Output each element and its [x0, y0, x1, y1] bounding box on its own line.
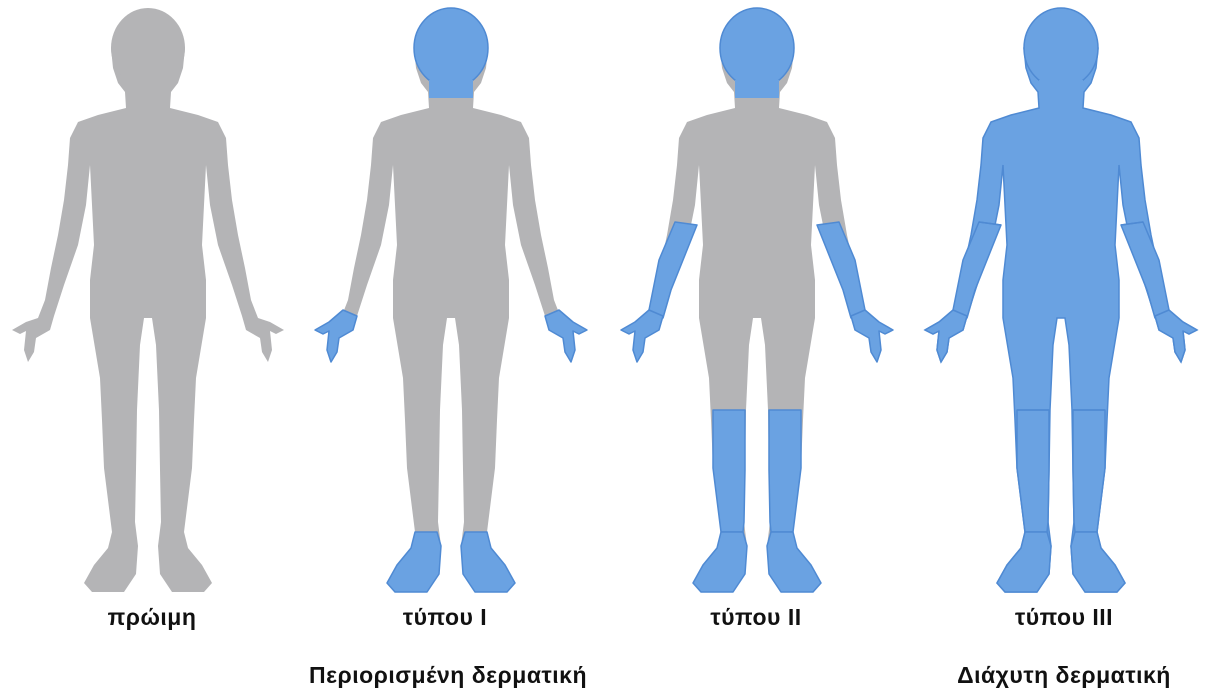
stage-label-early: πρώιμη [32, 604, 272, 631]
feet-right-involved [767, 532, 821, 592]
body-figure-1 [315, 8, 587, 592]
head-involved [414, 8, 488, 88]
feet-right-involved [461, 532, 515, 592]
feet-left-involved [997, 532, 1051, 592]
feet-right-involved [1071, 532, 1125, 592]
body-figure-3 [925, 8, 1197, 592]
shin-right-involved [1073, 410, 1105, 532]
hand-left-involved [315, 310, 357, 362]
head [111, 8, 185, 88]
neck [126, 80, 170, 98]
body-uninvolved [315, 14, 587, 592]
neck-involved [735, 80, 779, 98]
body-figure-0 [12, 8, 284, 592]
body-uninvolved [12, 14, 284, 592]
stage-label-type-1: τύπου I [325, 604, 565, 631]
hand-left-involved [925, 310, 967, 362]
stage-label-type-2: τύπου II [636, 604, 876, 631]
hand-right-involved [851, 310, 893, 362]
forearm-right-involved [817, 222, 865, 318]
hand-right-involved [545, 310, 587, 362]
neck-involved [429, 80, 473, 98]
hand-left-involved [621, 310, 663, 362]
shin-left-involved [1017, 410, 1049, 532]
forearm-left-involved [953, 222, 1001, 318]
feet-left-involved [387, 532, 441, 592]
stage-label-type-3: τύπου III [944, 604, 1184, 631]
hand-right-involved [1155, 310, 1197, 362]
group-label-limited-cutaneous: Περιορισμένη δερματική [248, 662, 648, 689]
head-involved [720, 8, 794, 88]
neck-involved [1039, 80, 1083, 98]
shin-right-involved [769, 410, 801, 532]
group-label-diffuse-cutaneous: Διάχυτη δερματική [864, 662, 1216, 689]
shin-left-involved [713, 410, 745, 532]
forearm-left-involved [649, 222, 697, 318]
feet-left-involved [693, 532, 747, 592]
body-figure-2 [621, 8, 893, 592]
forearm-right-involved [1121, 222, 1169, 318]
head-involved [1024, 8, 1098, 88]
